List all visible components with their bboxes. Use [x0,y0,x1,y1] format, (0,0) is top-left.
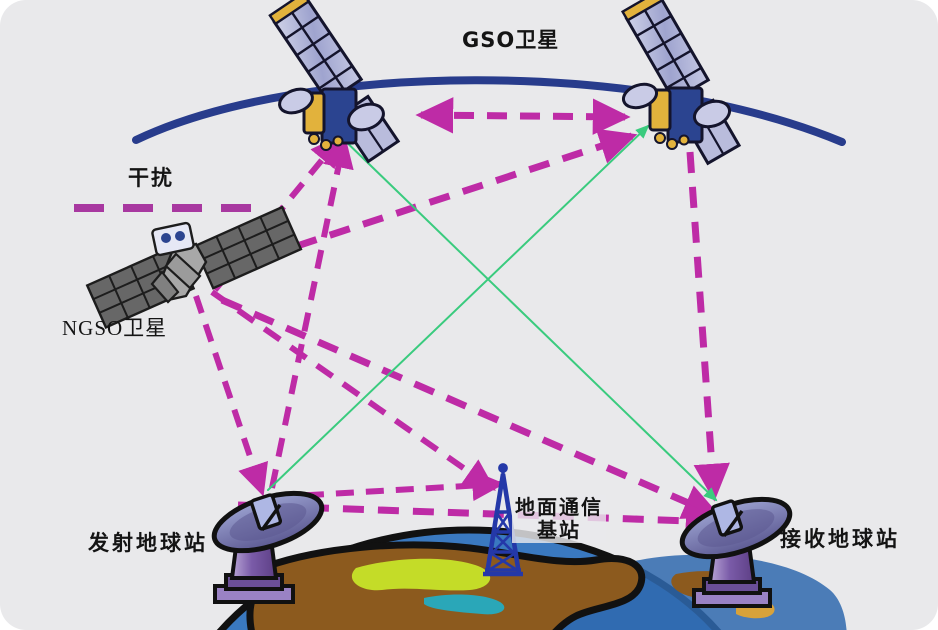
earth-globe [216,526,847,630]
interference-ngso-transmit-station [193,295,268,497]
label-interference-legend: 干扰 [128,166,174,190]
transmit-earth-station [211,490,325,604]
label-receive-earth-station: 接收地球站 [780,527,900,551]
gso-satellite-left [268,0,401,164]
desired-signal-links [267,124,718,502]
label-transmit-earth-station: 发射地球站 [88,531,208,555]
desired-gso-left-to-receive-station [335,131,718,502]
receive-earth-station [679,496,793,608]
label-ground-base-station-line2: 基站 [537,518,581,542]
interference-links [193,97,730,540]
interference-ngso-base-station [210,289,496,491]
interference-gso-right-receive-station [686,151,730,502]
label-ground-base-station-line1: 地面通信 [515,495,603,519]
desired-transmit-station-to-gso-right [267,124,650,491]
gso-orbit-arc [132,76,846,146]
gso-satellite-right [620,0,742,166]
label-gso-satellite: GSO卫星 [462,28,560,52]
ground-base-station-tower [483,463,523,577]
interference-transmit-gso-left [269,135,354,489]
label-ngso-satellite: NGSO卫星 [62,316,168,340]
interference-ngso-receive-station [220,296,722,519]
interference-gso-left-gso-right [415,97,631,135]
ngso-satellite [85,205,303,330]
label-ground-base-station: 地面通信 基站 [512,495,606,543]
